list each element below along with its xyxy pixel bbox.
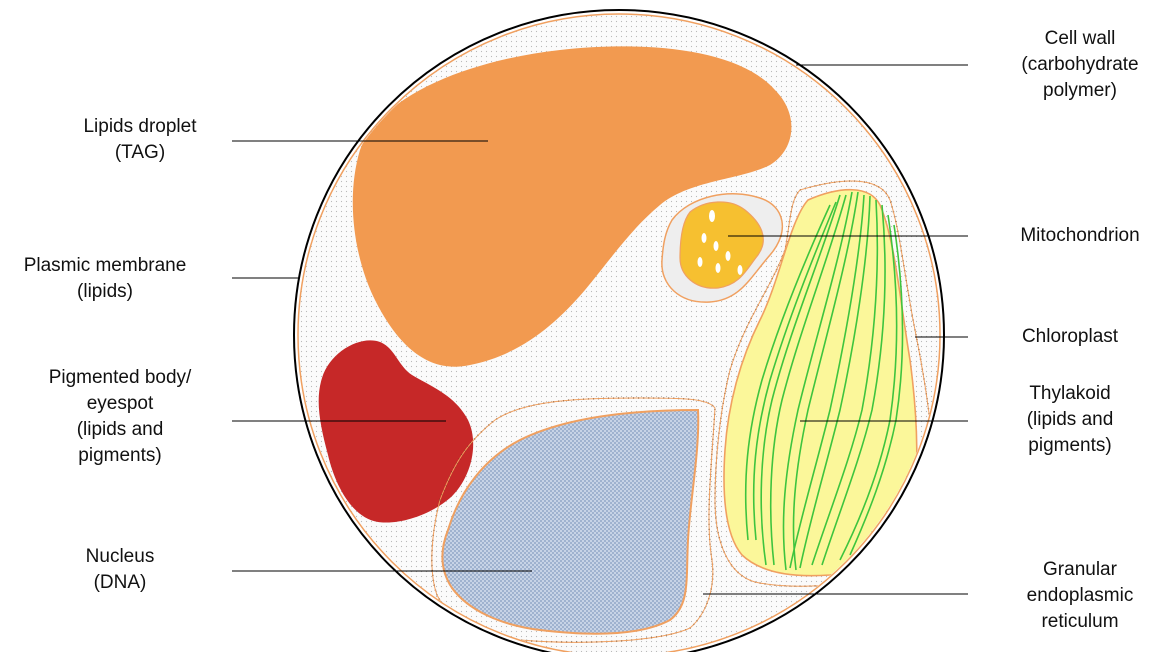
label-nucleus: Nucleus (DNA) [40,544,200,596]
label-line: Chloroplast [980,324,1160,350]
label-plasmic-membrane: Plasmic membrane (lipids) [5,253,205,305]
label-granular-er: Granular endoplasmic reticulum [990,557,1170,635]
label-cell-wall: Cell wall (carbohydrate polymer) [990,26,1170,104]
label-line: Granular [990,557,1170,583]
label-line: pigments) [20,443,220,469]
label-line: (lipids and [20,417,220,443]
label-line: endoplasmic [990,583,1170,609]
label-line: Thylakoid [980,381,1160,407]
label-line: Mitochondrion [990,223,1170,249]
label-line: (TAG) [45,140,235,166]
label-line: Pigmented body/ [20,365,220,391]
label-line: (DNA) [40,570,200,596]
label-line: (lipids and [980,407,1160,433]
label-line: Nucleus [40,544,200,570]
label-lipids-droplet: Lipids droplet (TAG) [45,114,235,166]
label-line: pigments) [980,433,1160,459]
label-line: Plasmic membrane [5,253,205,279]
label-line: (lipids) [5,279,205,305]
label-mitochondrion: Mitochondrion [990,223,1170,249]
label-line: Lipids droplet [45,114,235,140]
label-line: Cell wall [990,26,1170,52]
label-line: reticulum [990,609,1170,635]
label-line: (carbohydrate [990,52,1170,78]
label-pigmented-body: Pigmented body/ eyespot (lipids and pigm… [20,365,220,469]
label-thylakoid: Thylakoid (lipids and pigments) [980,381,1160,459]
label-line: eyespot [20,391,220,417]
label-chloroplast: Chloroplast [980,324,1160,350]
label-line: polymer) [990,78,1170,104]
